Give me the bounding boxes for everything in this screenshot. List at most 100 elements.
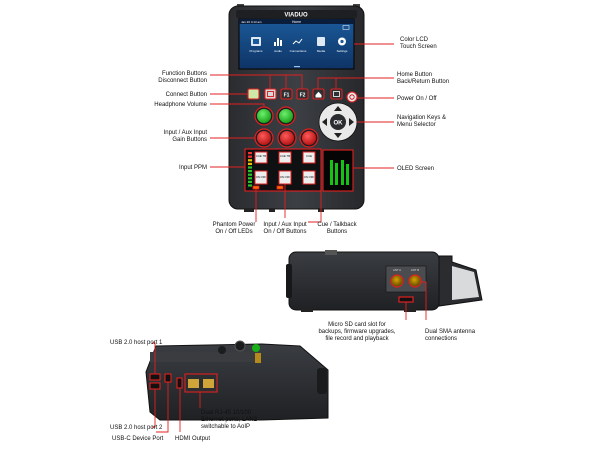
callout-line: Power On / Off <box>397 96 437 102</box>
brand-logo: VIADUO <box>284 13 308 19</box>
callout-line: HDMI Output <box>175 436 210 442</box>
gain-knob-3[interactable] <box>302 131 316 145</box>
cue-label-3: CUE <box>306 154 312 158</box>
app-connections-icon[interactable]: Connections <box>290 38 307 53</box>
side-callout-lines <box>405 281 427 320</box>
side-view: ANT A ANT B <box>286 250 483 312</box>
status-time: Jan 20 4:13 am <box>241 20 262 24</box>
cue-label-2: CUE TB <box>280 154 290 158</box>
sma-connector-a[interactable] <box>390 274 404 288</box>
f2-button[interactable] <box>296 88 309 100</box>
side-foot-1 <box>301 308 313 312</box>
ppm-led <box>248 162 252 165</box>
rear-brass-connector <box>255 353 261 363</box>
callout-line: Input PPM <box>179 165 207 171</box>
callout-line: On / Off LEDs <box>215 229 252 235</box>
nav-up-icon[interactable] <box>334 106 342 111</box>
side-handle <box>286 264 292 298</box>
ppm-led <box>248 177 252 180</box>
sma-connector-b[interactable] <box>408 274 422 288</box>
usb-host-port-2[interactable] <box>149 382 161 390</box>
rear-knob-1 <box>234 340 246 352</box>
ant-a-label: ANT A <box>393 268 401 272</box>
front-callout-lines <box>210 43 394 223</box>
oled-meter-2 <box>335 163 338 185</box>
rear-knob-2 <box>252 344 260 352</box>
cue-label-1: CUE TB <box>256 154 266 158</box>
callout-line: USB 2.0 host port 1 <box>110 340 163 346</box>
headphone-volume-knob-2[interactable] <box>279 109 293 123</box>
callout-hdmi: HDMI Output <box>175 436 210 442</box>
callout-line: switchable to AoIP <box>201 424 250 430</box>
f1-button[interactable] <box>280 88 293 100</box>
callout-line: Connect Button <box>166 92 207 98</box>
ppm-led <box>248 166 252 169</box>
callout-line: Disconnect Button <box>158 78 207 84</box>
svg-text:Media: Media <box>317 49 326 53</box>
rj45-port-2[interactable] <box>203 379 214 388</box>
callout-line: Phantom Power <box>213 222 256 228</box>
callout-line: Buttons <box>327 229 347 235</box>
callout-oled: OLED Screen <box>397 166 434 172</box>
callout-line: Cue / Talkback <box>317 222 357 228</box>
nav-down-icon[interactable] <box>334 133 342 138</box>
back-icon <box>333 91 340 97</box>
svg-text:Audio: Audio <box>274 49 282 53</box>
app-settings-icon[interactable]: Settings <box>337 37 348 54</box>
callout-usb-c: USB-C Device Port <box>112 436 164 442</box>
gain-knob-2[interactable] <box>280 131 294 145</box>
ppm-led <box>248 173 252 176</box>
rear-knob-3 <box>218 346 226 354</box>
foot-2 <box>269 208 275 212</box>
ok-button[interactable] <box>330 114 346 130</box>
side-foot-2 <box>404 308 416 312</box>
callout-usb-host-1: USB 2.0 host port 1 <box>110 340 163 346</box>
gain-knob-1[interactable] <box>257 131 271 145</box>
ppm-led <box>248 159 252 162</box>
callout-line: OLED Screen <box>397 166 434 172</box>
screen-menu-icon[interactable] <box>342 25 350 30</box>
svg-text:Programs: Programs <box>249 49 263 53</box>
callout-line: Function Buttons <box>162 71 207 77</box>
callout-line: USB-C Device Port <box>112 436 164 442</box>
callout-line: Input / Aux Input <box>263 222 307 228</box>
callout-power: Power On / Off <box>397 96 437 102</box>
lcd-screen[interactable]: Jan 20 4:13 am Home Programs Audio Conne… <box>238 18 355 70</box>
app-audio-icon[interactable]: Audio <box>274 38 282 53</box>
cue-buttons[interactable]: CUE TB CUE TB CUE <box>254 151 316 164</box>
side-grip-panel <box>452 266 479 300</box>
app-media-icon[interactable]: Media <box>317 37 326 53</box>
device-rear-body <box>145 343 329 421</box>
micro-sd-slot[interactable] <box>398 296 414 303</box>
disconnect-button[interactable] <box>264 88 277 100</box>
foot-1 <box>244 208 254 212</box>
rear-handle <box>317 368 327 394</box>
callout-connect-button: Connect Button <box>166 92 207 98</box>
rj45-port-1[interactable] <box>188 379 199 388</box>
callout-line: Navigation Keys & <box>397 115 446 121</box>
callout-line: Input / Aux Input <box>164 130 208 136</box>
nav-left-icon[interactable] <box>322 118 327 126</box>
back-button[interactable] <box>330 88 343 100</box>
callout-line: Back/Return Button <box>397 79 449 85</box>
callout-input-ppm: Input PPM <box>179 165 207 171</box>
callout-headphone-volume: Headphone Volume <box>154 102 207 108</box>
nav-right-icon[interactable] <box>349 118 354 126</box>
app-programs-icon[interactable]: Programs <box>249 37 263 53</box>
navigation-keys[interactable]: OK <box>318 102 358 142</box>
usb-host-port-1[interactable] <box>149 373 161 381</box>
bottom-callout-lines <box>152 342 201 433</box>
usb-c-port[interactable] <box>164 373 172 383</box>
onoff-buttons[interactable]: ON OFF ON OFF ON OFF <box>254 170 316 185</box>
power-icon <box>349 94 355 100</box>
power-button[interactable] <box>346 91 358 103</box>
callout-line: On / Off Buttons <box>264 229 307 235</box>
headphone-volume-knob-1[interactable] <box>257 109 271 123</box>
connect-button[interactable] <box>247 88 260 100</box>
hdmi-port[interactable] <box>176 377 183 389</box>
rear-top-strip <box>150 352 260 362</box>
